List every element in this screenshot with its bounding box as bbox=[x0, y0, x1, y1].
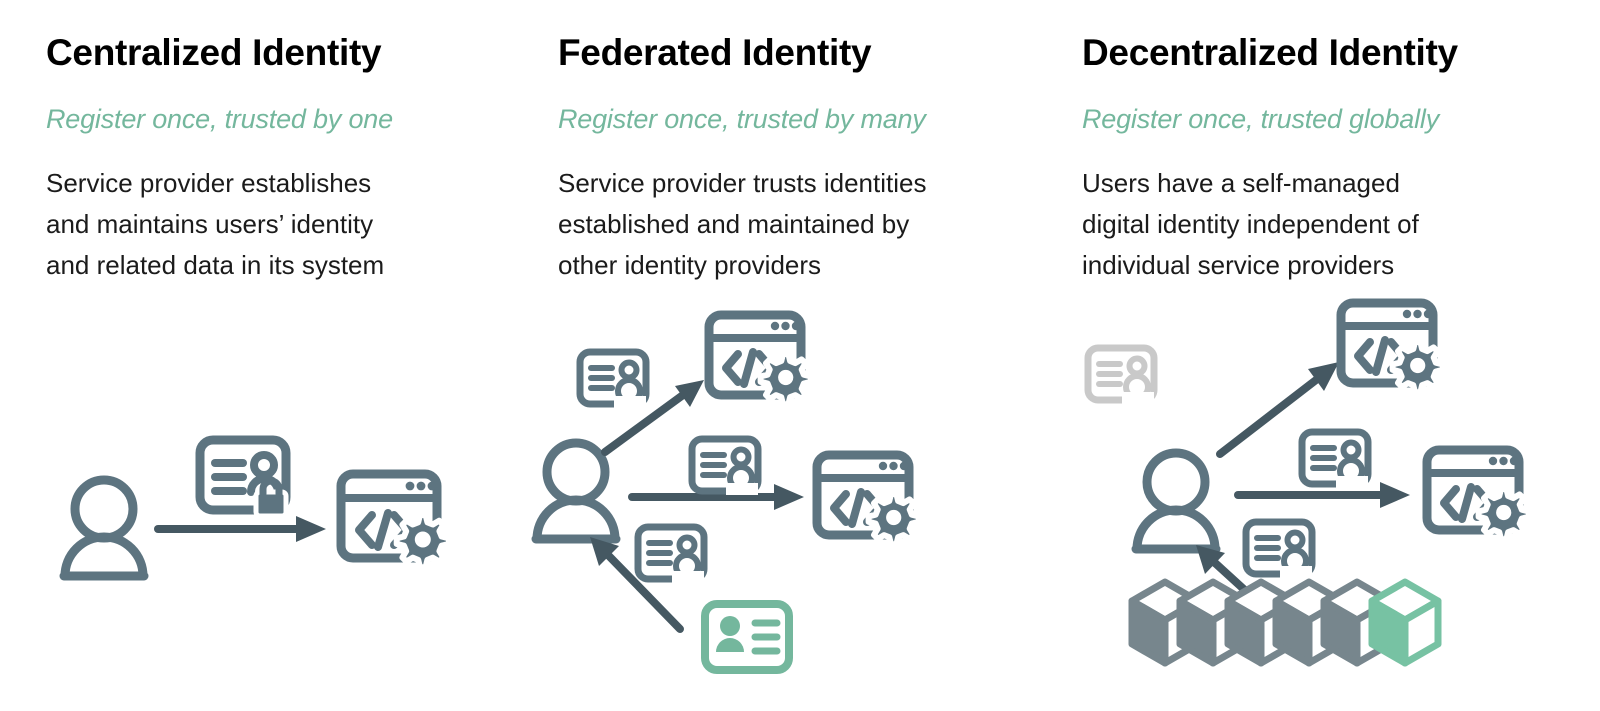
column-subtitle-centralized: Register once, trusted by one bbox=[46, 104, 393, 134]
window-dots bbox=[405, 481, 437, 491]
column-title-centralized: Centralized Identity bbox=[46, 32, 382, 73]
blockchain-cube-highlighted bbox=[1368, 578, 1442, 667]
lock-glyph bbox=[253, 477, 289, 519]
gear-glyph bbox=[757, 351, 814, 408]
column-title-federated: Federated Identity bbox=[558, 32, 872, 73]
identity-provider-card-icon bbox=[701, 600, 793, 674]
body-line: Service provider establishes bbox=[46, 168, 372, 198]
column-body-federated: Service provider trusts identities estab… bbox=[558, 163, 998, 286]
diagram-decentralized bbox=[1036, 290, 1556, 711]
user-icon bbox=[1131, 448, 1221, 554]
gear-glyph bbox=[1389, 339, 1446, 396]
id-card-icon-middle bbox=[688, 435, 762, 495]
column-decentralized-identity: Decentralized Identity Register once, tr… bbox=[1036, 0, 1556, 711]
body-line: and related data in its system bbox=[46, 250, 385, 280]
blockchain-icon bbox=[1128, 578, 1442, 667]
service-provider-icon-middle bbox=[812, 450, 922, 548]
id-card-icon-muted-top bbox=[1084, 344, 1158, 404]
gear-glyph bbox=[1475, 486, 1532, 543]
column-body-centralized: Service provider establishes and maintai… bbox=[46, 163, 486, 286]
window-dots bbox=[770, 321, 801, 331]
person-glyph bbox=[716, 616, 744, 652]
body-line: established and maintained by bbox=[558, 209, 910, 239]
arrow-identity-provider-to-user bbox=[590, 537, 684, 633]
user-icon bbox=[531, 438, 621, 544]
arrow-user-to-service-provider-middle bbox=[1234, 482, 1410, 508]
column-subtitle-decentralized: Register once, trusted globally bbox=[1082, 104, 1439, 134]
id-card-icon-bottom bbox=[634, 523, 708, 583]
arrow-user-to-service-provider bbox=[154, 516, 326, 542]
id-card-icon-middle bbox=[1298, 428, 1372, 488]
window-dots bbox=[878, 461, 909, 471]
window-dots bbox=[1402, 309, 1433, 319]
body-line: other identity providers bbox=[558, 250, 822, 280]
gear-glyph bbox=[865, 491, 922, 548]
column-title-decentralized: Decentralized Identity bbox=[1082, 32, 1458, 73]
column-centralized-identity: Centralized Identity Register once, trus… bbox=[0, 0, 520, 711]
arrow-user-to-service-provider-top bbox=[601, 380, 704, 456]
service-provider-icon-top bbox=[704, 310, 814, 408]
window-dots bbox=[1488, 456, 1519, 466]
id-card-icon-bottom bbox=[1242, 518, 1316, 578]
body-line: and maintains users’ identity bbox=[46, 209, 374, 239]
body-line: individual service providers bbox=[1082, 250, 1395, 280]
gear-glyph bbox=[393, 512, 452, 571]
service-provider-icon bbox=[336, 469, 452, 571]
column-body-decentralized: Users have a self-managed digital identi… bbox=[1082, 163, 1522, 286]
id-card-locked-icon bbox=[195, 435, 291, 519]
service-provider-icon-middle bbox=[1422, 445, 1532, 543]
id-card-icon-top bbox=[576, 348, 650, 408]
column-subtitle-federated: Register once, trusted by many bbox=[558, 104, 926, 134]
arrow-user-to-service-provider-middle bbox=[628, 484, 804, 510]
user-icon bbox=[59, 475, 149, 581]
diagram-federated bbox=[512, 290, 1032, 711]
body-line: Service provider trusts identities bbox=[558, 168, 927, 198]
body-line: Users have a self-managed bbox=[1082, 168, 1400, 198]
service-provider-icon-top bbox=[1336, 298, 1446, 396]
column-federated-identity: Federated Identity Register once, truste… bbox=[512, 0, 1032, 711]
diagram-centralized bbox=[0, 290, 520, 711]
arrow-user-to-service-provider-top bbox=[1216, 362, 1339, 458]
body-line: digital identity independent of bbox=[1082, 209, 1419, 239]
